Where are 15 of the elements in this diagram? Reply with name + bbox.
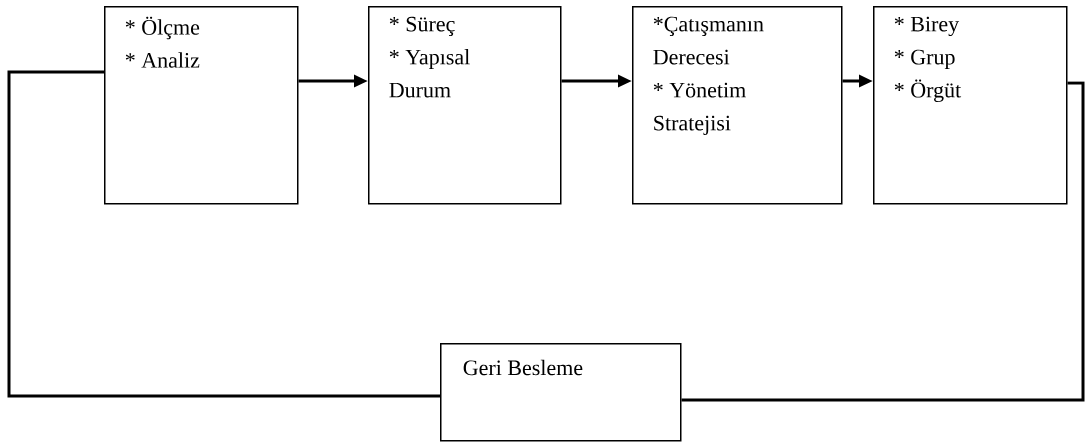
node-text: * Örgüt [894,79,962,103]
node-text: * Birey [894,16,960,37]
node-text: Geri Besleme [463,359,583,376]
node-text: * Analiz [125,52,200,68]
process-box [632,6,843,205]
node-text: * Yönetim Stratejisi [653,82,746,135]
process-box [104,6,299,205]
node-text: * Yapısal Durum [389,49,470,98]
node-text: * Grup [894,49,955,69]
node-text: * Ölçme [125,16,200,40]
process-box [440,343,682,442]
node-text: * Süreç [389,16,455,36]
process-box [873,6,1068,205]
process-box [368,6,562,205]
node-text: *Çatışmanın Derecesi [653,16,764,65]
